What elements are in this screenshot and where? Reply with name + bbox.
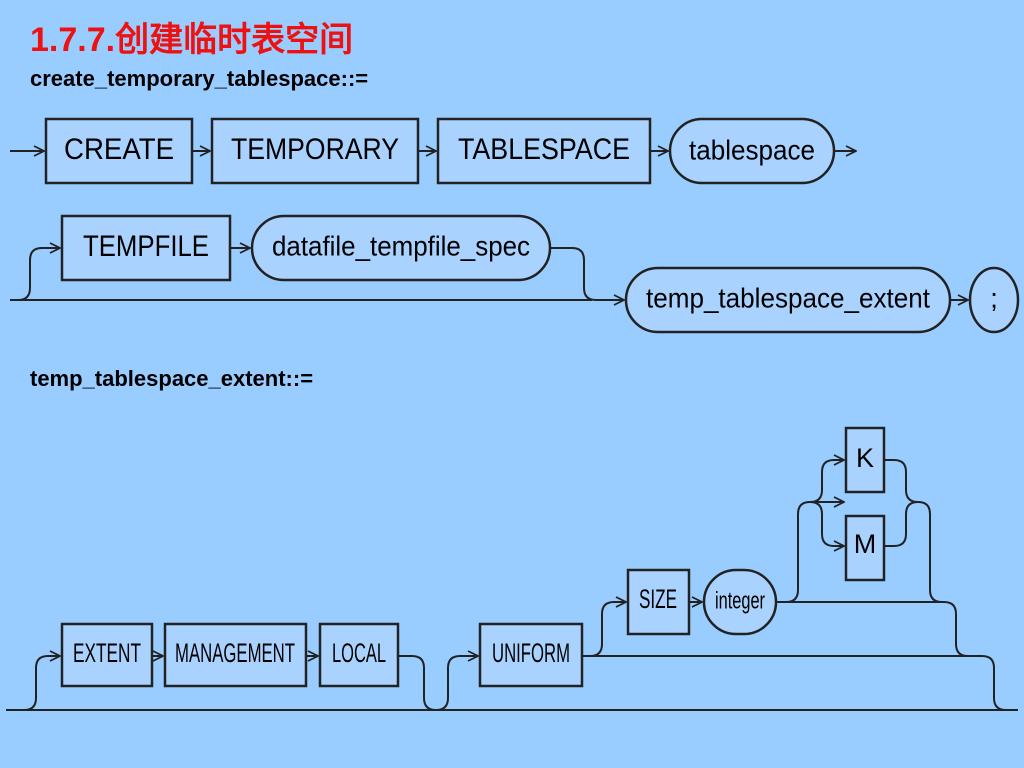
tempfile-keyword-box (60, 214, 232, 282)
datafile-tempfile-spec-label: datafile_tempfile_spec (272, 230, 530, 261)
create-keyword-box (44, 117, 194, 185)
tempfile-keyword: TEMPFILE (83, 230, 209, 263)
uniform-keyword: UNIFORM (492, 638, 570, 668)
integer-nonterminal (702, 568, 778, 636)
management-keyword-box (163, 622, 308, 688)
size-keyword-box (626, 568, 691, 636)
temp-tablespace-extent-label: temp_tablespace_extent (646, 282, 930, 313)
slide-title: 1.7.7.创建临时表空间 (30, 21, 354, 59)
integer-label: integer (715, 587, 765, 614)
k-keyword-box (844, 426, 886, 494)
local-keyword: LOCAL (332, 638, 386, 668)
local-keyword-box (318, 622, 400, 688)
m-keyword-box (844, 514, 886, 582)
temporary-keyword: TEMPORARY (231, 133, 399, 166)
tablespace-keyword: TABLESPACE (458, 133, 630, 166)
management-keyword: MANAGEMENT (175, 638, 295, 668)
k-keyword: K (856, 443, 874, 473)
extent-keyword-box (60, 622, 154, 688)
datafile-tempfile-spec-nonterminal (250, 214, 552, 282)
temporary-keyword-box (210, 117, 420, 185)
size-keyword: SIZE (639, 584, 677, 614)
tablespace-keyword-box (436, 117, 652, 185)
m-keyword: M (854, 529, 877, 559)
tablespace-nonterminal-label: tablespace (689, 134, 815, 165)
create-keyword: CREATE (64, 133, 174, 166)
extent-keyword: EXTENT (73, 638, 141, 668)
rule-label-temp-tablespace-extent: temp_tablespace_extent::= (30, 366, 314, 391)
semicolon-label: ; (990, 282, 998, 313)
tablespace-nonterminal (668, 117, 836, 185)
semicolon-terminator (968, 266, 1020, 334)
rule-label-create-temporary-tablespace: create_temporary_tablespace::= (30, 66, 369, 91)
uniform-keyword-box (478, 622, 584, 688)
temp-tablespace-extent-nonterminal (624, 266, 952, 334)
